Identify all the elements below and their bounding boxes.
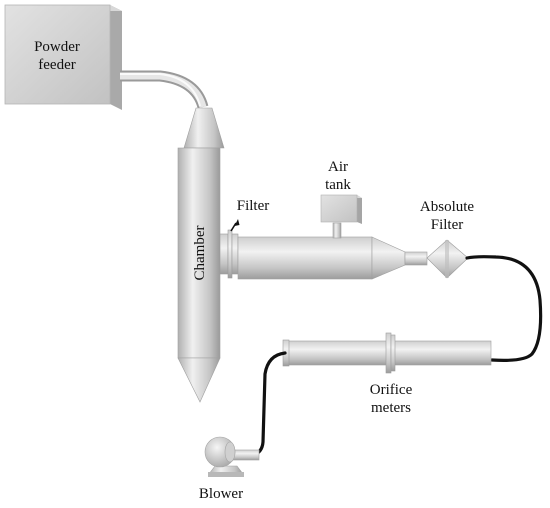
- blower-label: Blower: [190, 485, 252, 503]
- orifice-meters-label: Orifice meters: [356, 381, 426, 417]
- powder-feeder-label: Powder feeder: [22, 38, 92, 74]
- orifice-meters-label-line2: meters: [371, 400, 411, 416]
- hose-filter-to-meter: [465, 255, 543, 362]
- chamber-label-text: Chamber: [192, 225, 208, 281]
- powder-feeder-label-line2: feeder: [38, 57, 76, 73]
- air-tank: [320, 194, 362, 239]
- powder-feeder-label-line1: Powder: [34, 39, 80, 55]
- hose-meter-to-blower: [246, 351, 287, 458]
- absolute-filter: [426, 239, 469, 279]
- filter-label: Filter: [228, 197, 278, 215]
- filter-label-text: Filter: [236, 198, 270, 214]
- absolute-filter-label-line1: Absolute: [419, 199, 475, 215]
- absolute-filter-label-line2: Filter: [430, 217, 464, 233]
- orifice-meters: [282, 332, 492, 374]
- blower: [204, 436, 260, 477]
- air-tank-label: Air tank: [314, 158, 362, 194]
- chamber-label: Chamber: [191, 213, 209, 293]
- orifice-meters-label-line1: Orifice: [369, 382, 413, 398]
- powder-feeder: [4, 4, 122, 110]
- filter-arrow: [230, 219, 240, 232]
- blower-label-text: Blower: [198, 486, 244, 502]
- main-duct: [237, 236, 428, 280]
- absolute-filter-label: Absolute Filter: [406, 198, 488, 234]
- air-tank-label-line1: Air: [328, 159, 348, 175]
- filter-element: [219, 229, 239, 279]
- feed-pipe: [120, 70, 209, 109]
- air-tank-label-line2: tank: [325, 177, 351, 193]
